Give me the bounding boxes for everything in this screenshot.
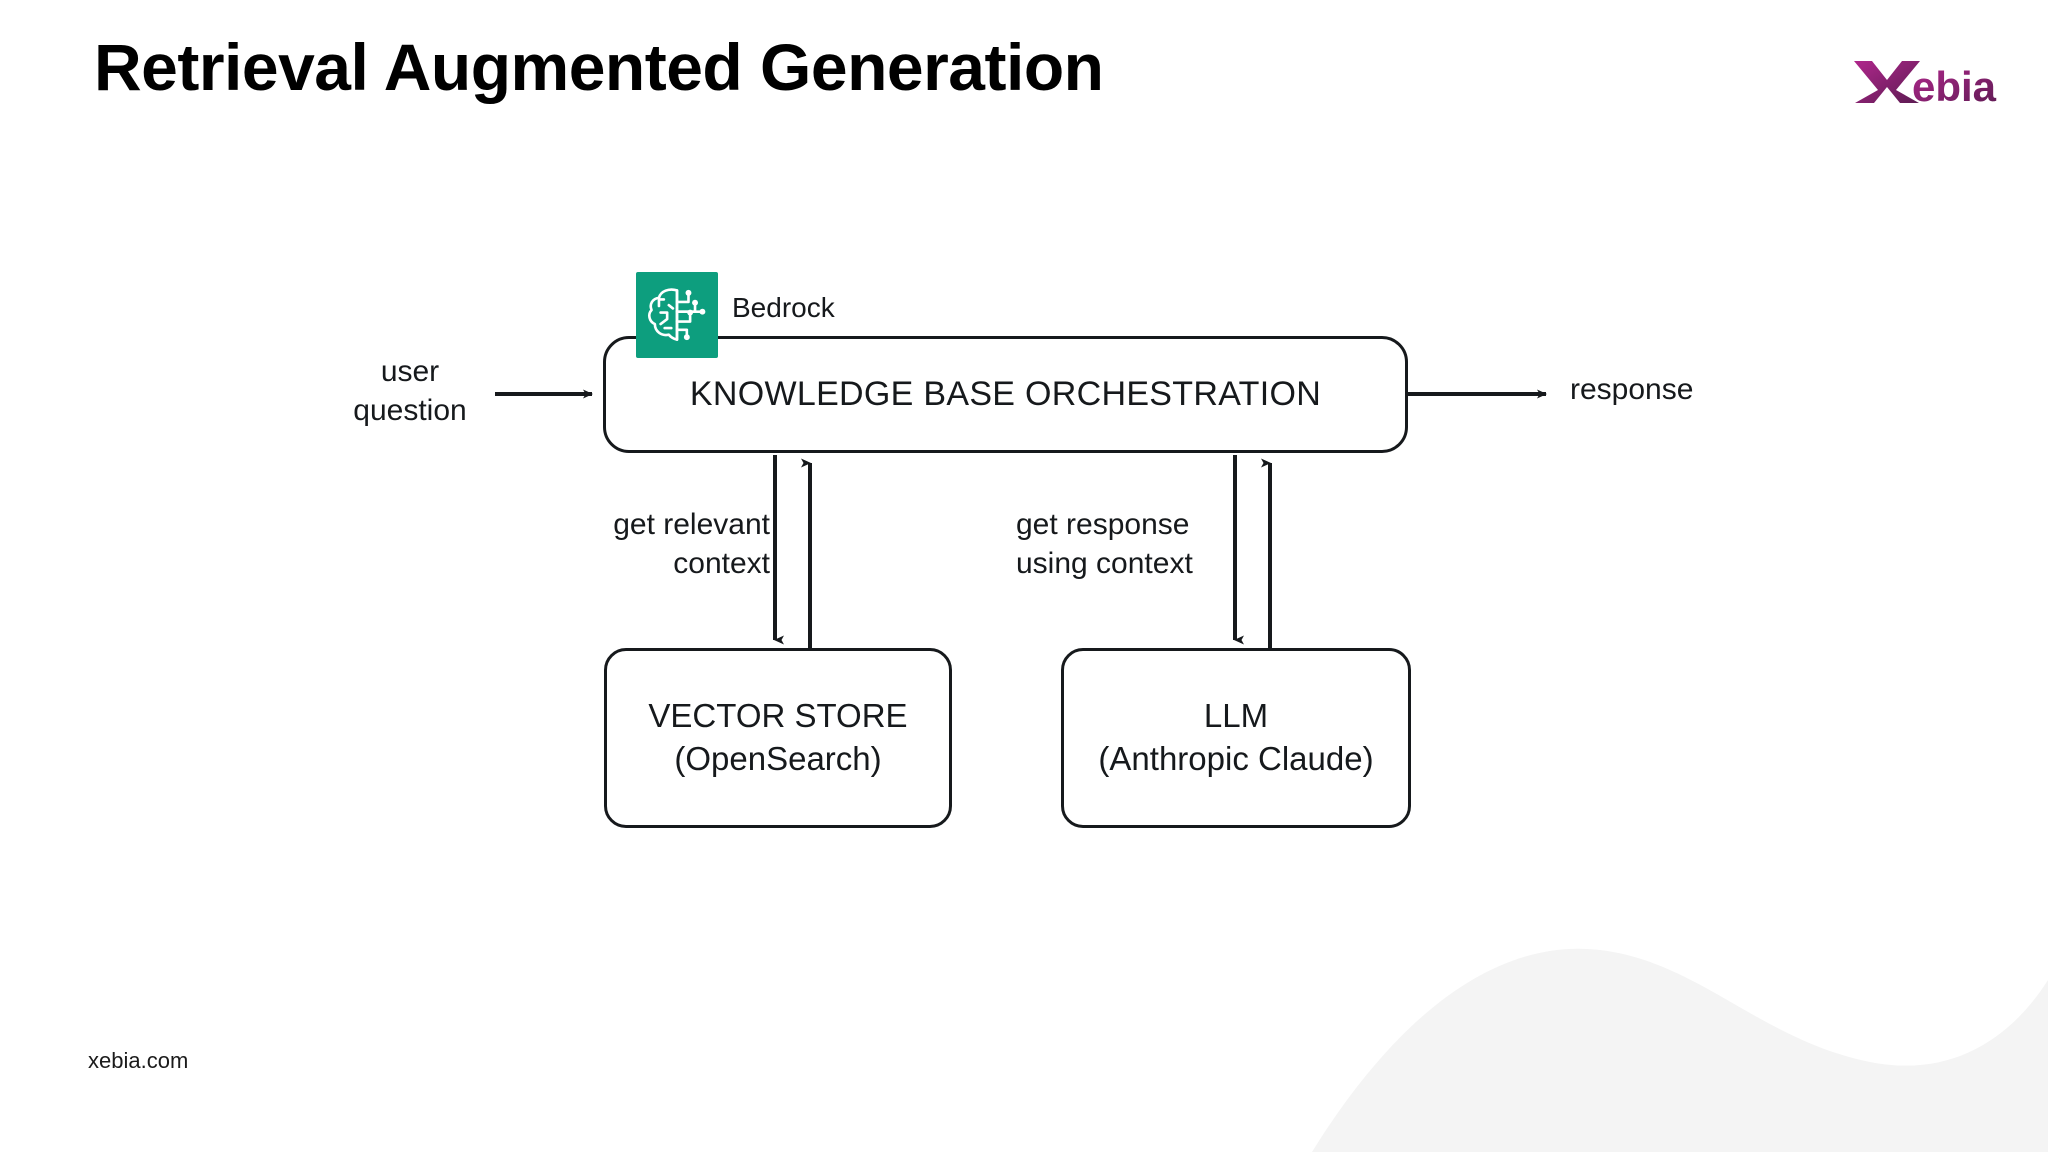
node-vector-store[interactable]: VECTOR STORE (OpenSearch) [604,648,952,828]
node-llm[interactable]: LLM (Anthropic Claude) [1061,648,1411,828]
edge-label-user-question: user question [353,355,467,427]
node-label-line-1: LLM [1203,697,1269,735]
svg-text:ebia: ebia [1912,63,1997,108]
edge-label-response: response [1570,373,1694,406]
edge-label-get-response-using-context: get response using context [1016,508,1193,580]
xebia-logo: ebia [1854,61,1997,108]
bedrock-label: Bedrock [732,292,835,323]
node-label-line-1: VECTOR STORE [648,697,908,735]
footer-url: xebia.com [88,1048,189,1073]
bedrock-brain-circuit-icon [636,272,718,358]
bedrock-badge: Bedrock [636,272,835,358]
page-title: Retrieval Augmented Generation [94,30,1104,104]
node-label-line-2: (Anthropic Claude) [1098,740,1374,777]
edge-label-get-relevant-context: get relevant context [613,508,770,580]
node-knowledge-base-orchestration[interactable]: KNOWLEDGE BASE ORCHESTRATION [603,336,1408,453]
node-label-line-2: (OpenSearch) [674,740,882,777]
node-label: KNOWLEDGE BASE ORCHESTRATION [689,375,1322,414]
